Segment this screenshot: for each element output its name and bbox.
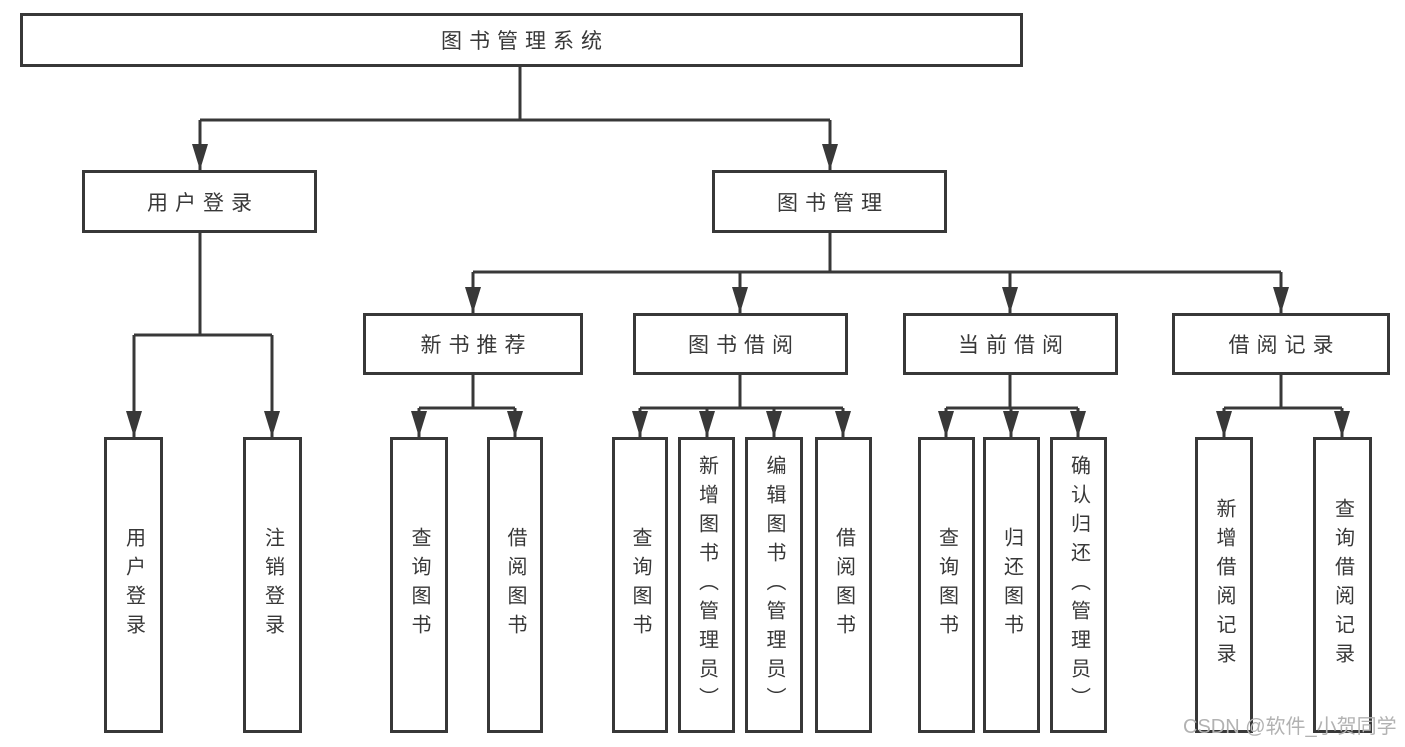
node-label: 图书借阅 [688, 334, 800, 357]
leaf-label: 查询借阅记录 [1331, 498, 1354, 672]
arrow-heads [126, 144, 1350, 437]
node-label: 图书管理 [777, 191, 889, 215]
node-new-book-recommend: 新书推荐 [363, 313, 583, 375]
leaf-add-borrow-record: 新增借阅记录 [1195, 437, 1253, 733]
leaf-label: 借阅图书 [504, 527, 526, 643]
node-label: 图书管理系统 [441, 30, 609, 53]
leaf-label: 归还图书 [1000, 527, 1023, 643]
tree-edges [132, 67, 1344, 437]
leaf-label: 查询图书 [935, 527, 958, 643]
leaf-borrow-books: 借阅图书 [815, 437, 872, 733]
leaf-label: 查询图书 [408, 527, 430, 643]
node-label: 借阅记录 [1228, 334, 1341, 357]
node-label: 新书推荐 [420, 334, 533, 357]
leaf-label: 新增借阅记录 [1213, 498, 1235, 672]
leaf-label: 新增图书（管理员） [695, 454, 718, 716]
leaf-query-borrow-record: 查询借阅记录 [1313, 437, 1372, 733]
node-label: 当前借阅 [958, 334, 1070, 357]
leaf-label: 确认归还（管理员） [1067, 454, 1090, 716]
leaf-user-login: 用户登录 [104, 437, 163, 733]
leaf-label: 查询图书 [629, 527, 651, 643]
leaf-label: 编辑图书（管理员） [763, 454, 785, 716]
leaf-borrow-books-recommend: 借阅图书 [487, 437, 543, 733]
csdn-watermark: CSDN @软件_小贺同学 [1183, 716, 1397, 738]
node-user-login: 用户登录 [82, 170, 317, 233]
node-current-borrowing: 当前借阅 [903, 313, 1118, 375]
leaf-query-books-recommend: 查询图书 [390, 437, 448, 733]
leaf-label: 用户登录 [122, 527, 145, 643]
leaf-confirm-return-admin: 确认归还（管理员） [1050, 437, 1107, 733]
node-label: 用户登录 [147, 191, 259, 215]
node-library-system: 图书管理系统 [20, 13, 1023, 67]
leaf-label: 注销登录 [261, 527, 284, 643]
leaf-edit-books-admin: 编辑图书（管理员） [745, 437, 803, 733]
leaf-query-books-current: 查询图书 [918, 437, 975, 733]
node-book-borrowing: 图书借阅 [633, 313, 848, 375]
leaf-logout: 注销登录 [243, 437, 302, 733]
node-borrowing-records: 借阅记录 [1172, 313, 1390, 375]
leaf-return-books: 归还图书 [983, 437, 1040, 733]
node-book-management: 图书管理 [712, 170, 947, 233]
leaf-label: 借阅图书 [832, 527, 855, 643]
leaf-add-books-admin: 新增图书（管理员） [678, 437, 735, 733]
leaf-query-books-borrowing: 查询图书 [612, 437, 668, 733]
